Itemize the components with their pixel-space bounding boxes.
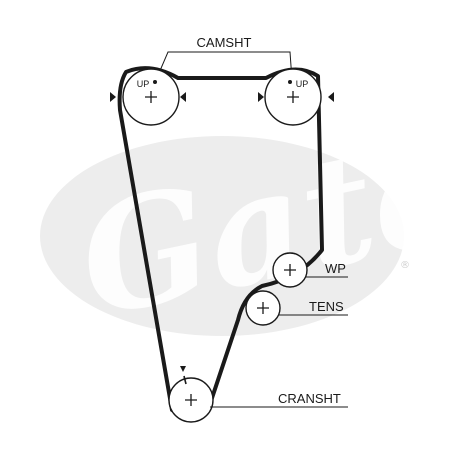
right-up-label: UP (296, 79, 309, 89)
camshaft-label: CAMSHT (197, 35, 252, 50)
water-pump-pulley: WP (272, 252, 348, 288)
camshaft-callout: CAMSHT (155, 35, 293, 81)
crankshaft-label: CRANSHT (278, 391, 341, 406)
left-up-label: UP (137, 79, 150, 89)
left-arrow-outer (110, 92, 116, 102)
tensioner-pulley: TENS (245, 290, 348, 326)
right-cam-center-cross (287, 91, 299, 103)
tensioner-label: TENS (309, 299, 344, 314)
logo-oval (40, 136, 404, 336)
water-pump-label: WP (325, 261, 346, 276)
timing-belt (117, 66, 324, 418)
left-camshaft-pulley: UP (110, 68, 186, 126)
crankshaft-pulley: CRANSHT (168, 366, 348, 423)
tensioner-center-cross (257, 302, 269, 314)
left-timing-dot (153, 80, 157, 84)
crankshaft-center-cross (185, 394, 197, 406)
left-cam-center-cross (145, 91, 157, 103)
left-arrow-inner (180, 92, 186, 102)
water-pump-center-cross (284, 264, 296, 276)
right-arrow-inner (258, 92, 264, 102)
right-camshaft-pulley: UP (258, 68, 334, 126)
crankshaft-timing-mark (183, 375, 187, 385)
registered-mark: ® (400, 260, 410, 271)
right-timing-dot (288, 80, 292, 84)
crankshaft-timing-arrow (180, 366, 186, 372)
camshaft-leader-line (155, 51, 293, 81)
right-arrow-outer (328, 92, 334, 102)
